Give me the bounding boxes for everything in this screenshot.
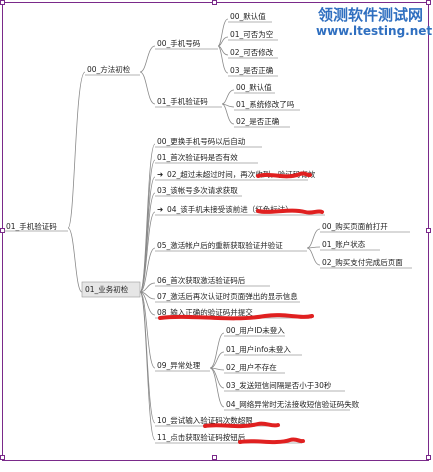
leaf-node[interactable]: 02_超过未超过时间，再次收到，验证码有效: [167, 169, 316, 179]
resize-handle[interactable]: [426, 228, 431, 233]
leaf-node[interactable]: 00_更换手机号码以后自动: [157, 136, 246, 146]
leaf-node[interactable]: 01_首次验证码是否有效: [157, 152, 238, 162]
leaf-node[interactable]: 01_可否为空: [230, 29, 273, 39]
leaf-node[interactable]: 00_购买页面前打开: [322, 221, 388, 231]
leaf-node[interactable]: 07_激活后再次认证时页面弹出的显示信息: [157, 291, 298, 301]
redaction-scribbles: [158, 171, 324, 445]
connector-lines: [67, 18, 321, 441]
resize-handle[interactable]: [0, 228, 5, 233]
resize-handle[interactable]: [0, 455, 5, 460]
leaf-node[interactable]: 02_可否修改: [230, 47, 274, 57]
resize-handle[interactable]: [0, 0, 5, 5]
leaf-node[interactable]: 02_购买支付完成后页面: [322, 257, 403, 267]
arrow-marker-icon: ➜: [157, 205, 163, 214]
leaf-node[interactable]: 11_点击获取验证码按钮后: [157, 432, 246, 442]
leaf-node[interactable]: 03_该帐号多次请求获取: [157, 185, 238, 195]
resize-handle[interactable]: [426, 0, 431, 5]
node-verify-code[interactable]: 01_手机验证码: [157, 96, 208, 106]
node-underlines: [4, 21, 412, 444]
group-node-business[interactable]: 01_业务初检: [85, 284, 129, 294]
leaf-node[interactable]: 04_网络异常时无法接收短信验证码失败: [226, 399, 360, 409]
leaf-node[interactable]: 08_输入正确的验证码并提交: [157, 307, 253, 317]
resize-handle[interactable]: [426, 455, 431, 460]
group-highlight: [81, 281, 141, 298]
leaf-node[interactable]: 03_是否正确: [230, 65, 273, 75]
watermark-url: www.ltesting.net: [316, 24, 432, 38]
resize-handle[interactable]: [212, 455, 217, 460]
leaf-node[interactable]: 00_默认值: [230, 11, 266, 21]
root-node[interactable]: 01_手机验证码: [6, 221, 57, 231]
group-node-basic[interactable]: 00_方法初检: [87, 64, 131, 74]
leaf-node[interactable]: 03_发送短信间隔是否小于30秒: [226, 380, 332, 390]
leaf-node[interactable]: 01_用户info未登入: [226, 344, 291, 354]
leaf-node[interactable]: 01_系统修改了吗: [236, 99, 295, 109]
leaf-node[interactable]: 01_账户状态: [322, 239, 366, 249]
leaf-node[interactable]: 10_尝试输入验证码次数超限: [157, 415, 253, 425]
watermark-title: 领测软件测试网: [317, 6, 423, 24]
node-account-activation[interactable]: 05_激活帐户后的重新获取验证并验证: [157, 240, 283, 250]
node-exception-handling[interactable]: 09_异常处理: [157, 360, 201, 370]
leaf-node[interactable]: 04_该手机未接受该前进（红色标注）: [167, 204, 293, 214]
leaf-node[interactable]: 02_用户不存在: [226, 362, 277, 372]
leaf-node[interactable]: 00_默认值: [236, 82, 272, 92]
node-phone-number[interactable]: 00_手机号码: [157, 38, 201, 48]
resize-handle[interactable]: [212, 0, 217, 5]
leaf-node[interactable]: 06_首次获取激活验证码后: [157, 275, 246, 285]
leaf-node[interactable]: 00_用户ID未登入: [226, 325, 285, 335]
leaf-node[interactable]: 02_是否正确: [236, 116, 279, 126]
arrow-marker-icon: ➜: [157, 170, 163, 179]
